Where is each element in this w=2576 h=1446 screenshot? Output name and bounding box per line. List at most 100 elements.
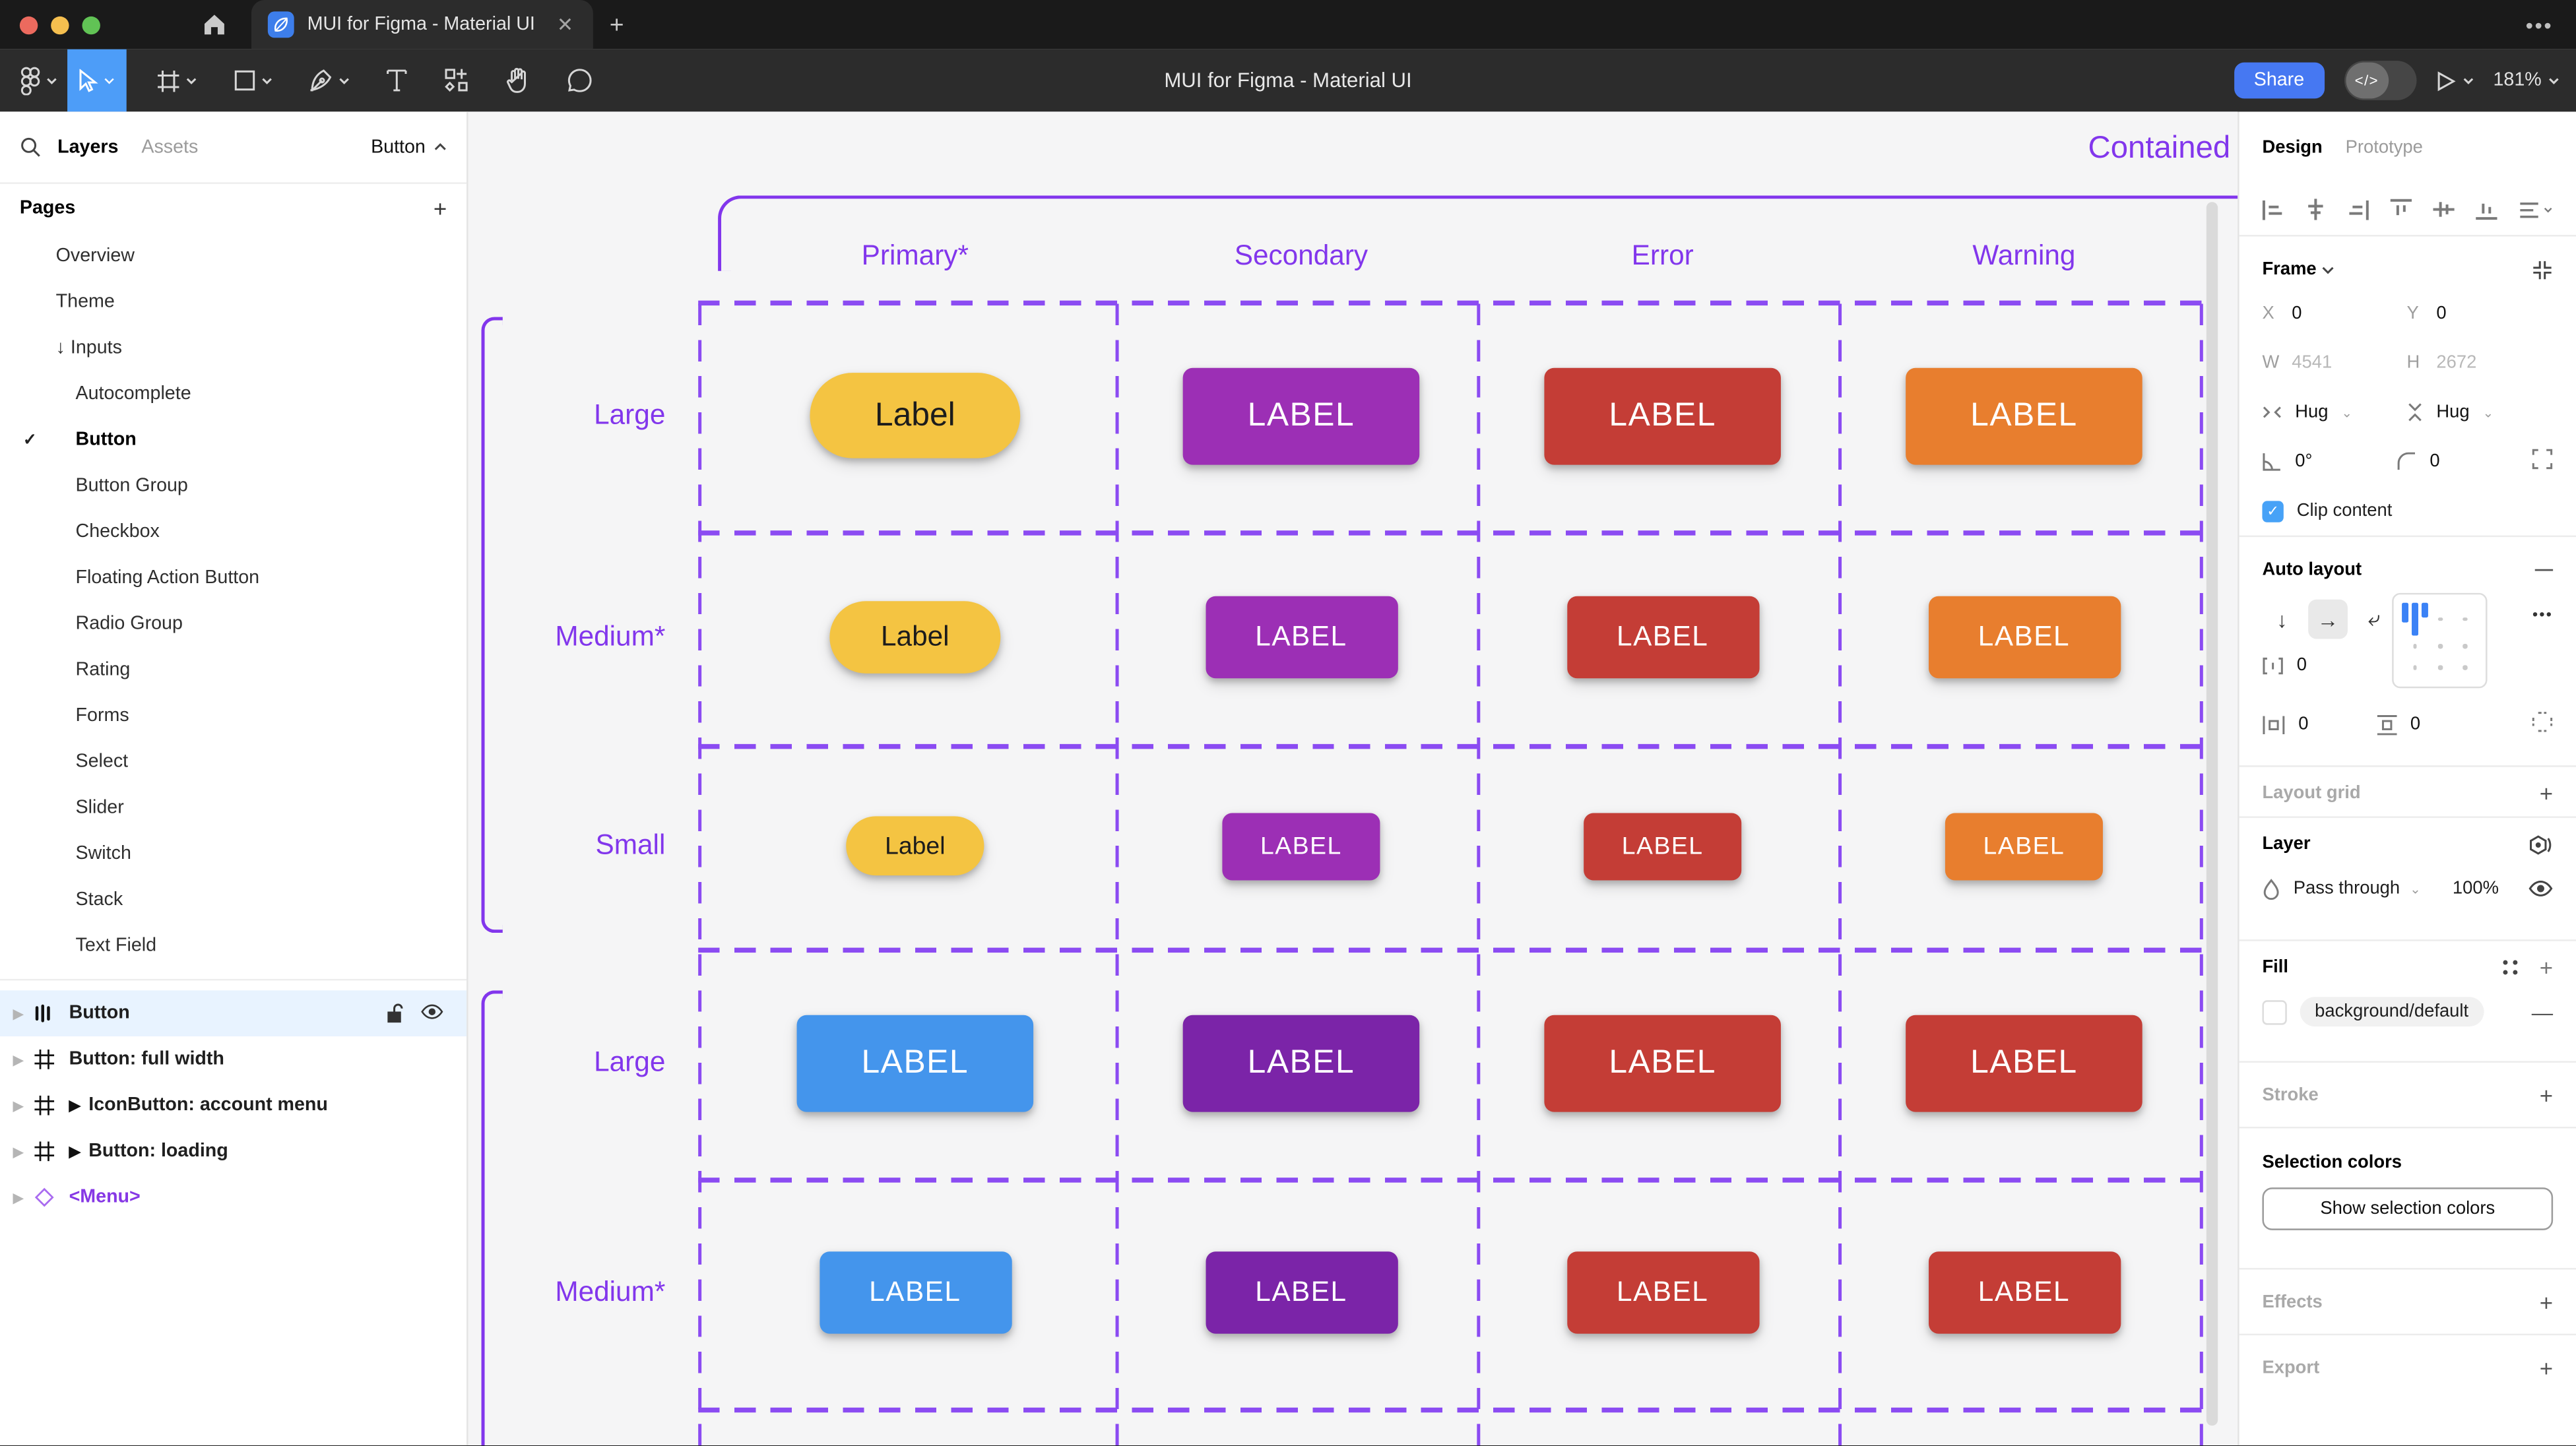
layer-row-button-loading[interactable]: ▶▶Button: loading [0,1128,467,1174]
tab-prototype[interactable]: Prototype [2345,138,2423,158]
chevron-down-icon[interactable] [2321,265,2334,274]
clip-content-row[interactable]: ✓ Clip content [2262,486,2553,536]
text-tool-button[interactable] [376,49,417,112]
zoom-menu[interactable]: 181% [2493,71,2560,90]
horizontal-padding-input[interactable]: 0 [2262,714,2308,734]
corner-radius-input[interactable]: 0 [2397,452,2532,472]
show-selection-colors-button[interactable]: Show selection colors [2262,1187,2554,1230]
add-fill-button[interactable]: + [2539,954,2554,981]
align-right-icon[interactable] [2348,199,2369,220]
expand-chevron-icon[interactable]: ▶ [13,1006,24,1021]
add-layout-grid-button[interactable]: + [2539,779,2554,806]
sidebar-page-overview[interactable]: Overview [0,234,467,280]
align-v-center-icon[interactable] [2433,199,2455,220]
sidebar-page-forms[interactable]: Forms [0,693,467,739]
layout-vertical-button[interactable]: ↓ [2276,606,2288,632]
fill-token-chip[interactable]: background/default [2300,997,2484,1027]
independent-padding-button[interactable] [2532,711,2553,738]
frame-title[interactable]: Contained [2088,131,2231,166]
comment-tool-button[interactable] [557,49,603,112]
styles-icon[interactable] [2500,958,2520,978]
canvas-button-row1-col2[interactable]: LABEL [1182,367,1420,464]
visible-eye-icon[interactable] [420,1003,443,1020]
gap-input[interactable]: 0 [2262,655,2307,675]
sidebar-page-button[interactable]: ✓Button [0,417,467,463]
add-stroke-button[interactable]: + [2539,1082,2554,1109]
align-bottom-icon[interactable] [2476,199,2497,220]
distribute-menu[interactable] [2519,201,2553,218]
canvas-button-row2-col1[interactable]: Label [829,601,1001,674]
alignment-grid[interactable] [2392,592,2488,689]
canvas-button-row1-col3[interactable]: LABEL [1544,367,1781,464]
canvas-button-row3-col3[interactable]: LABEL [1584,812,1742,880]
add-export-button[interactable]: + [2539,1355,2554,1381]
remove-auto-layout-button[interactable]: — [2534,560,2554,580]
sidebar-page-button-group[interactable]: Button Group [0,463,467,509]
collapse-icon[interactable] [2532,259,2553,280]
independent-corners-button[interactable] [2532,449,2553,475]
frame-tool-button[interactable] [146,49,207,112]
layout-horizontal-button[interactable]: → [2308,599,2348,639]
align-left-icon[interactable] [2262,199,2283,220]
sidebar-page-switch[interactable]: Switch [0,831,467,877]
layer-row-button-full-width[interactable]: ▶Button: full width [0,1036,467,1083]
main-menu-button[interactable] [10,49,67,112]
x-input[interactable]: 0 [2292,303,2302,324]
vertical-padding-input[interactable]: 0 [2377,714,2420,735]
canvas-button-row5-col3[interactable]: LABEL [1566,1251,1759,1334]
y-input[interactable]: 0 [2436,303,2447,324]
close-window-button[interactable] [19,15,38,34]
unlock-icon[interactable] [386,1003,404,1023]
resources-tool-button[interactable] [434,49,480,112]
canvas-button-row3-col2[interactable]: LABEL [1222,812,1380,880]
sidebar-page-stack[interactable]: Stack [0,877,467,924]
share-button[interactable]: Share [2234,62,2325,99]
canvas-button-row3-col4[interactable]: LABEL [1945,812,2103,880]
pen-tool-button[interactable] [299,49,360,112]
canvas-button-row2-col2[interactable]: LABEL [1205,596,1398,679]
sidebar-page-checkbox[interactable]: Checkbox [0,509,467,555]
present-button[interactable] [2435,70,2473,91]
layout-wrap-button[interactable]: ⤶ [2367,606,2380,631]
height-input[interactable]: 2672 [2436,353,2477,373]
expand-chevron-icon[interactable]: ▶ [13,1144,24,1159]
sidebar-page-autocomplete[interactable]: Autocomplete [0,371,467,418]
canvas-scrollbar[interactable] [2206,202,2218,1426]
rotation-input[interactable]: 0° [2262,452,2397,472]
canvas-button-row1-col1[interactable]: Label [810,373,1021,458]
sidebar-page-theme[interactable]: Theme [0,279,467,325]
window-more-menu[interactable]: ••• [2525,12,2554,38]
align-h-center-icon[interactable] [2305,199,2326,220]
add-effect-button[interactable]: + [2539,1289,2554,1316]
canvas-button-row4-col2[interactable]: LABEL [1182,1014,1420,1112]
frame-section-header[interactable]: Frame [2262,259,2317,280]
document-tab[interactable]: MUI for Figma - Material UI ✕ [251,0,593,49]
home-button[interactable] [189,0,238,49]
sidebar-page-text-field[interactable]: Text Field [0,923,467,969]
expand-chevron-icon[interactable]: ▶ [13,1052,24,1067]
canvas-button-row4-col3[interactable]: LABEL [1544,1014,1781,1112]
sidebar-page-rating[interactable]: Rating [0,647,467,693]
add-page-button[interactable]: + [433,195,447,222]
maximize-window-button[interactable] [82,15,100,34]
move-tool-button[interactable] [67,49,127,112]
horizontal-resizing-dropdown[interactable]: Hug ⌄ [2262,402,2406,422]
canvas-button-row2-col3[interactable]: LABEL [1566,596,1759,679]
layer-row--menu-[interactable]: ▶<Menu> [0,1174,467,1220]
hand-tool-button[interactable] [496,49,540,112]
sidebar-page-slider[interactable]: Slider [0,785,467,831]
layer-row-button[interactable]: ▶Button [0,990,467,1037]
minimize-window-button[interactable] [51,15,69,34]
canvas-button-row5-col2[interactable]: LABEL [1205,1251,1398,1334]
search-button[interactable] [20,137,41,158]
canvas-button-row4-col4[interactable]: LABEL [1906,1014,2142,1112]
canvas-button-row3-col1[interactable]: Label [846,816,984,876]
fill-color-swatch[interactable] [2262,999,2287,1024]
page-jump-dropdown[interactable]: Button [371,137,447,157]
expand-chevron-icon[interactable]: ▶ [13,1189,24,1205]
sidebar-page-radio-group[interactable]: Radio Group [0,601,467,647]
tab-layers[interactable]: Layers [57,137,119,157]
clip-content-checkbox[interactable]: ✓ [2262,500,2284,522]
expand-chevron-icon[interactable]: ▶ [13,1098,24,1113]
